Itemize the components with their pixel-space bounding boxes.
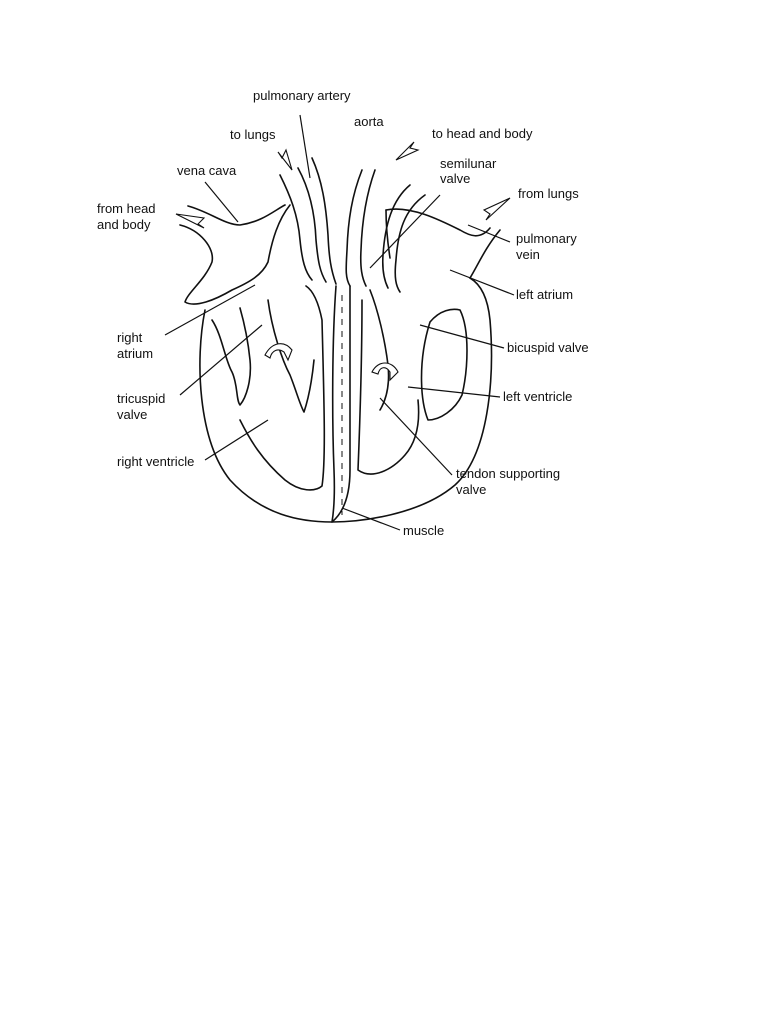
label-bicuspid-valve: bicuspid valve	[507, 340, 589, 355]
label-from-lungs: from lungs	[518, 186, 579, 201]
label-pulmonary-vein-1: pulmonary	[516, 231, 577, 246]
leader-left-ventricle	[407, 386, 501, 398]
label-tendon-2: valve	[456, 482, 486, 497]
heart-outer-wall	[199, 277, 493, 523]
label-to-head-and-body: to head and body	[432, 126, 533, 141]
label-semilunar-1: semilunar	[440, 156, 497, 171]
label-muscle: muscle	[403, 523, 444, 538]
label-tricuspid-2: valve	[117, 407, 147, 422]
leader-pulmonary-artery	[299, 114, 311, 179]
right-ventricle-inner	[211, 285, 326, 491]
arrow-left-ventricle-icon	[371, 362, 399, 382]
label-pulmonary-vein-2: vein	[516, 247, 540, 262]
label-right-ventricle: right ventricle	[117, 454, 194, 469]
leader-tendon	[379, 397, 453, 476]
label-from-head-2: and body	[97, 217, 151, 232]
leader-muscle	[341, 507, 401, 531]
arrow-to-head-body-icon	[395, 141, 420, 161]
arrow-from-lungs-icon	[482, 197, 511, 221]
label-tendon-1: tendon supporting	[456, 466, 560, 481]
leader-right-atrium	[164, 284, 256, 336]
label-right-atrium-1: right	[117, 330, 143, 345]
leader-semilunar	[369, 194, 441, 269]
label-vena-cava: vena cava	[177, 163, 237, 178]
label-right-atrium-2: atrium	[117, 346, 153, 361]
leader-right-ventricle	[204, 419, 269, 461]
aorta-arch	[385, 209, 391, 259]
bicuspid-flap	[369, 289, 390, 411]
pulmonary-artery-wall	[279, 157, 337, 285]
leader-bicuspid	[419, 324, 505, 349]
label-tricuspid-1: tricuspid	[117, 391, 165, 406]
arrow-from-head-icon	[175, 213, 206, 229]
tricuspid-flap	[267, 299, 315, 413]
label-from-head-1: from head	[97, 201, 156, 216]
leader-vena-cava	[204, 181, 239, 223]
label-left-ventricle: left ventricle	[503, 389, 572, 404]
leader-pulmonary-vein	[467, 224, 511, 243]
label-aorta: aorta	[354, 114, 384, 129]
label-left-atrium: left atrium	[516, 287, 573, 302]
leader-tricuspid	[179, 324, 263, 396]
label-pulmonary-artery: pulmonary artery	[253, 88, 351, 103]
leader-left-atrium	[449, 269, 515, 296]
aorta-wall	[345, 169, 426, 293]
label-to-lungs: to lungs	[230, 127, 276, 142]
septum	[331, 285, 351, 523]
right-atrium-wall	[179, 204, 291, 305]
arrow-right-ventricle-icon	[264, 343, 293, 362]
heart-left-atrium-wall	[385, 208, 501, 279]
label-semilunar-2: valve	[440, 171, 470, 186]
arrow-to-lungs-icon	[277, 148, 293, 171]
